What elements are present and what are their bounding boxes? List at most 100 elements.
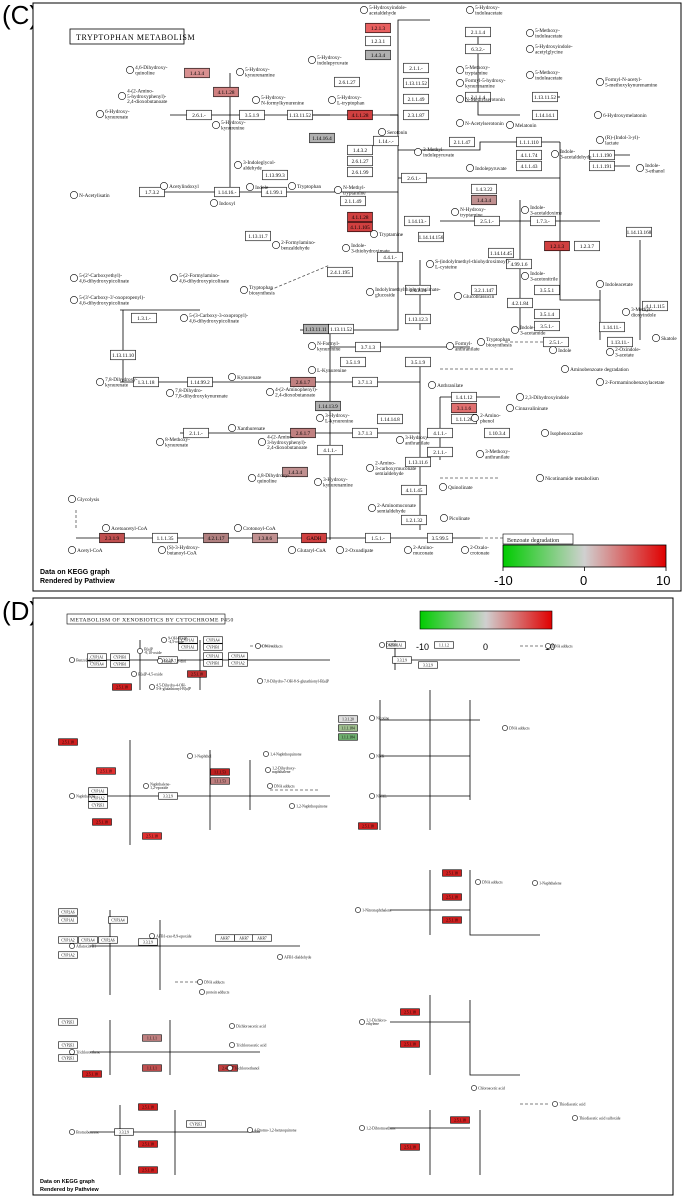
panel-d-gene-box: CYP3A4 [228, 652, 248, 660]
panel-d-gene-box: 2.5.1.18 [442, 916, 462, 924]
panel-d-compound: AFB1-exo-8,9-epoxide [149, 933, 192, 939]
panel-d-gene-box: AKR7 [215, 934, 235, 942]
panel-c-enzyme-label: 4.99.1.6 [511, 262, 528, 268]
panel-c-compound: 2-Oxalo-crotonate [461, 545, 490, 556]
panel-d-compound-node [157, 658, 163, 664]
panel-d-compound-label: B[a]P-9,10-oxide [144, 647, 162, 656]
panel-d-compound-label: 1,1-Dichloro-ethylene [366, 1018, 388, 1026]
panel-c-enzyme-box: 1.2.1.3 [544, 240, 570, 252]
panel-c-compound-label: 3-Methyl-indolepyruvate [423, 147, 455, 158]
panel-c-compound-label: 3-Hydroxy-anthranilate [405, 435, 430, 446]
panel-c-compound-label: 3-Hydroxy-kynurenamine [323, 477, 353, 488]
panel-c-compound-node [370, 230, 378, 238]
panel-c-compound-label: 2-Formylamino-benzaldehyde [281, 240, 316, 251]
panel-c-compound: Indole [549, 346, 572, 354]
panel-d-gene-box: CYP2A6 [58, 908, 78, 916]
panel-c-enzyme-label: 1.3.1.- [137, 316, 151, 322]
panel-c-enzyme-label: 2.1.1.- [433, 450, 447, 456]
panel-d-gene-box: 1.1.1.53 [210, 777, 230, 785]
panel-c-compound-node [536, 474, 544, 482]
panel-c-enzyme-label: 1.13.11.11 [305, 327, 327, 333]
panel-d-frame [32, 597, 674, 1196]
panel-c-compound-node [521, 272, 529, 280]
panel-c-compound: Indole-3-thiohydroximate [342, 243, 390, 254]
panel-d-letter: (D) [2, 596, 39, 626]
panel-c-enzyme-label: 1.13.11.52 [405, 81, 427, 87]
panel-c-enzyme-label: 1.1.1.35 [157, 536, 174, 542]
panel-d-gene-label: CYP1B1 [114, 662, 127, 666]
panel-d-gene-label: 2.5.1.18 [446, 918, 458, 922]
panel-c-enzyme-box: 1.2.1.3 [365, 22, 391, 34]
panel-d-gene-box: CYP1A1 [87, 653, 107, 661]
panel-c-compound-node [160, 182, 168, 190]
panel-d-gene-box: CYP2E1 [58, 1041, 78, 1049]
panel-c-compound: Isophenoxazine [541, 429, 583, 437]
panel-d-gene-label: 2.5.1.18 [116, 685, 128, 689]
panel-c-compound-node [511, 326, 519, 334]
panel-d-gene-label: 1.3.1.20 [342, 717, 354, 721]
panel-d-compound: 1,2-Naphthoquinone [289, 803, 328, 809]
panel-c-enzyme-label: 1.14.13.- [408, 219, 427, 225]
panel-d-compound-node [161, 637, 167, 643]
panel-d-compound-label: 1-Naphthol [194, 754, 211, 758]
panel-c-enzyme-box: 1.13.11.11 [303, 323, 329, 335]
panel-c-enzyme-label: 2.1.1.47 [454, 140, 471, 146]
panel-c-compound: Cinnavalininate [506, 404, 549, 412]
panel-c-compound: Formyl-anthranilate [446, 341, 480, 352]
panel-c-compound: Indoleacetate [596, 280, 633, 288]
panel-c-compound: 5-(2'-Carboxyethyl)-4,6-dihydroxypicolin… [70, 272, 130, 284]
panel-d-compound-label: 1-Naphthalene [539, 881, 562, 885]
panel-d-gene-box: CYP1B1 [203, 659, 223, 667]
panel-c-enzyme-box: 3.7.1.3 [355, 341, 381, 353]
panel-d-compound-node [359, 1019, 365, 1025]
panel-d-gene-label: 3.3.2.9 [119, 1130, 129, 1134]
panel-c-enzyme-box: 2.6.1.27 [347, 155, 373, 167]
panel-c-compound: Quinolinate [439, 483, 473, 491]
panel-d-compound: Trichloroethene [69, 1049, 101, 1055]
panel-c-compound-label: N-Methyl-tryptamine [343, 185, 366, 196]
panel-d-compound-node [359, 1125, 365, 1131]
panel-d-compound-node [545, 643, 551, 649]
panel-d-gene-box: CYP1B1 [203, 643, 223, 651]
panel-d-gene-label: AKR7 [220, 936, 230, 940]
panel-d-gene-box: CYP1A1 [178, 636, 198, 644]
panel-c-compound-node [126, 66, 134, 74]
panel-d-gene-label: CYP2E1 [92, 803, 105, 807]
panel-c-enzyme-box: 1.4.3.4 [365, 49, 391, 61]
panel-c-compound: Acetyl-CoA [68, 546, 103, 554]
panel-c-compound: 6-Hydroxymelatonin [594, 111, 647, 119]
panel-d-gene-label: 2.5.1.18 [100, 769, 112, 773]
panel-c-enzyme-box: 3.5.1.- [534, 320, 560, 332]
panel-d-compound-label: AFB1-exo-8,9-epoxide [156, 934, 192, 939]
panel-c-enzyme-box: 1.13.11.52 [287, 109, 313, 121]
panel-d-compound: Naphthalene-1,2-epoxide [143, 782, 171, 791]
panel-c-compound-node [596, 378, 604, 386]
panel-c-enzyme-label: 1.14.99.2 [190, 380, 210, 386]
panel-d-compound-node [532, 880, 538, 886]
panel-c-enzyme-label: 1.14.16.- [218, 190, 237, 196]
panel-c-enzyme-box: 4.1.1.45 [401, 484, 427, 496]
panel-d-gene-label: 2.5.1.18 [362, 824, 374, 828]
panel-d-gene-label: CYP2E1 [62, 1020, 75, 1024]
panel-c-compound: (S)-3-Hydroxy-butanoyl-CoA [158, 544, 200, 556]
panel-c-compound-label: Indole-3-acetaldehyde [560, 149, 592, 160]
panel-c-compound: N-Acetylisatin [70, 191, 110, 199]
panel-c-enzyme-label: 4.1.1.105 [350, 225, 370, 231]
panel-c-compound-label: 8-Methoxy-kynurenate [165, 437, 190, 448]
panel-c-enzyme-box: 3.5.99.5 [427, 532, 453, 544]
panel-c-compound-node [471, 414, 479, 422]
panel-c-compound: Glutaryl-CoA [288, 546, 326, 554]
panel-d-compound: B[a]P-9,10-oxide [137, 647, 162, 656]
panel-c-compound-label: N-Acetylserotonin [465, 121, 504, 127]
panel-c-compound: 5-Hydroxy-N-formylkynurenine [252, 95, 305, 106]
panel-c-enzyme-box: 4.1.99.1 [261, 186, 287, 198]
panel-c-compound: Serotonin [378, 128, 408, 136]
panel-c-compound-label: Nicotinamide metabolism [545, 476, 599, 482]
panel-c-enzyme-label: 1.2.3.1 [371, 39, 386, 45]
panel-d-compound: 1,2-Dibromoethane [359, 1125, 396, 1131]
panel-c-compound: Skatole [652, 334, 677, 342]
panel-d-compound: 4-Bromo-1,2-benzoquinone [247, 1127, 297, 1133]
panel-d-gene-box: CYP3A4 [108, 916, 128, 924]
